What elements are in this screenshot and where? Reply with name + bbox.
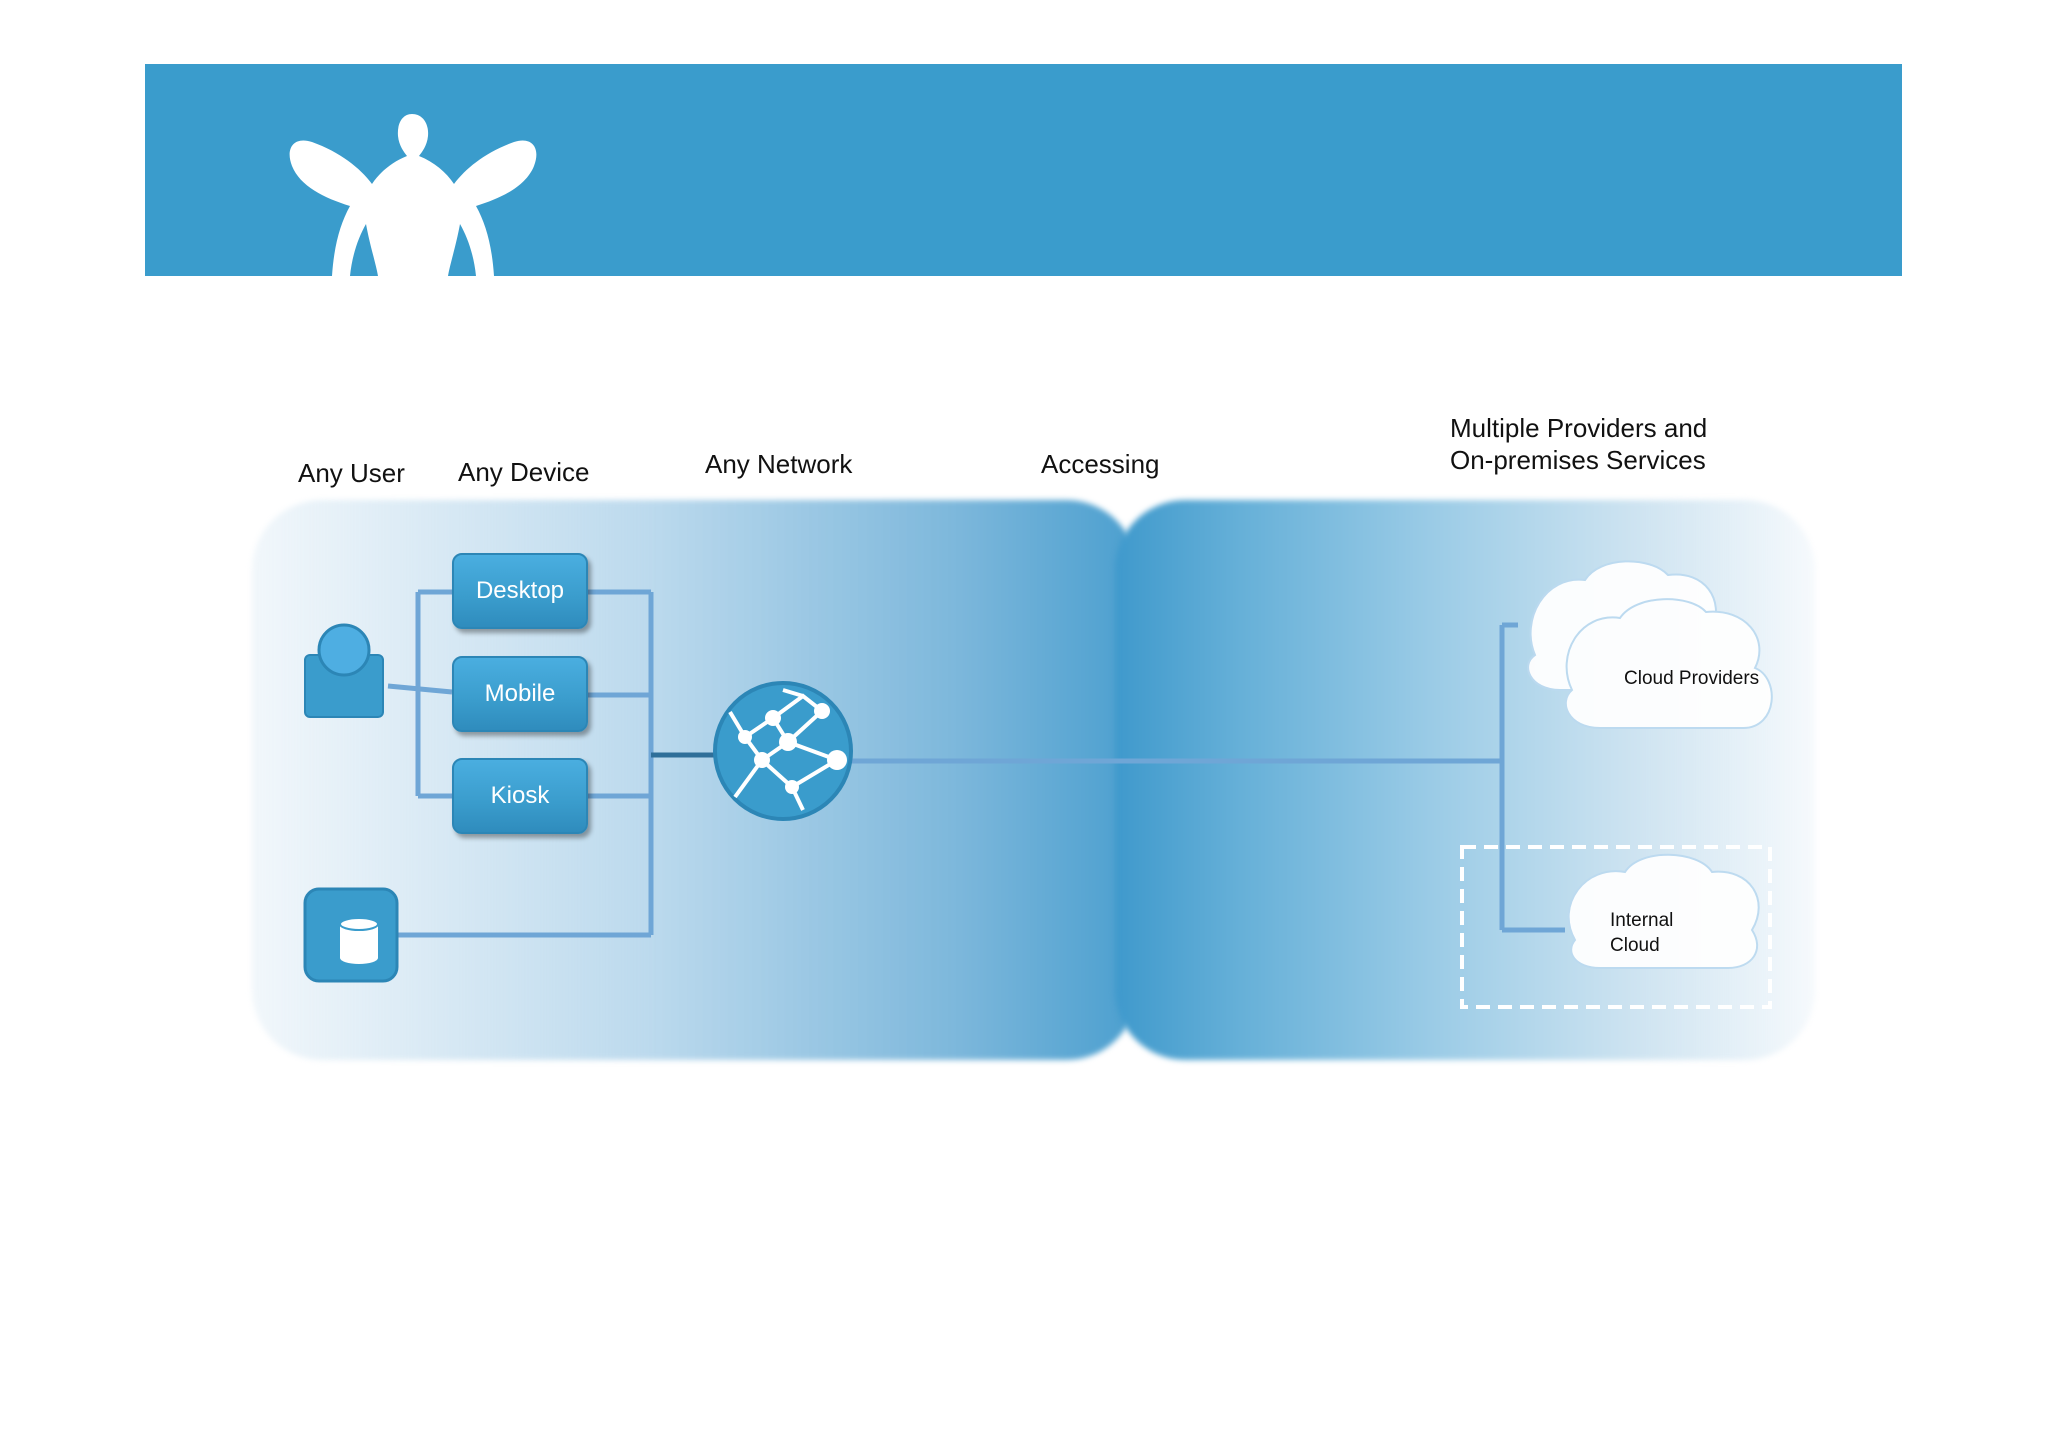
cloud-icon-internal	[1567, 853, 1760, 969]
label-any-network: Any Network	[705, 449, 853, 479]
internal-cloud-label: Internal Cloud	[1610, 910, 1674, 956]
label-any-device: Any Device	[458, 457, 590, 487]
user-icon	[304, 623, 384, 718]
cloud-icon-providers	[1527, 560, 1773, 729]
label-accessing: Accessing	[1041, 449, 1160, 479]
mobile-button[interactable]: Mobile	[452, 656, 588, 732]
desktop-button[interactable]: Desktop	[452, 553, 588, 629]
label-providers: Multiple Providers and On-premises Servi…	[1450, 413, 1708, 475]
on-premises-boundary	[1460, 845, 1772, 1009]
header-bar	[145, 64, 1902, 276]
client-side-panel	[252, 500, 1137, 1060]
winged-figure-logo	[280, 106, 545, 276]
network-globe-icon	[713, 681, 853, 821]
database-icon	[303, 887, 399, 983]
label-any-user: Any User	[298, 458, 405, 488]
cloud-providers-label: Cloud Providers	[1624, 668, 1760, 689]
kiosk-button[interactable]: Kiosk	[452, 758, 588, 834]
